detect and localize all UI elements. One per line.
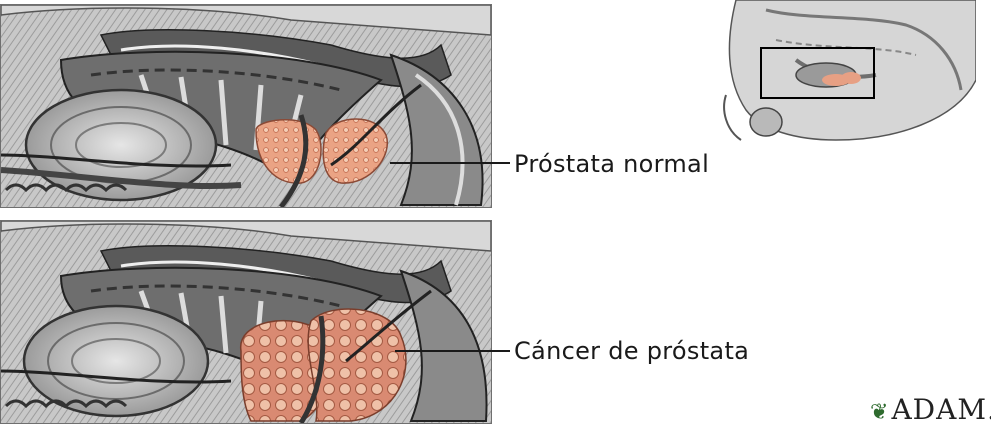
body-section-inset [706,0,976,160]
normal-leader-line [390,162,510,164]
normal-prostate-label: Próstata normal [514,150,709,178]
leaf-icon: ❦ [870,400,889,425]
adam-logo: ❦ADAM. [870,393,991,426]
cancer-leader-line [395,350,510,352]
normal-prostate-illustration [0,4,492,208]
prostate-cancer-illustration [0,220,492,424]
logo-text: ADAM. [891,393,991,426]
prostate-cancer-label: Cáncer de próstata [514,337,749,365]
